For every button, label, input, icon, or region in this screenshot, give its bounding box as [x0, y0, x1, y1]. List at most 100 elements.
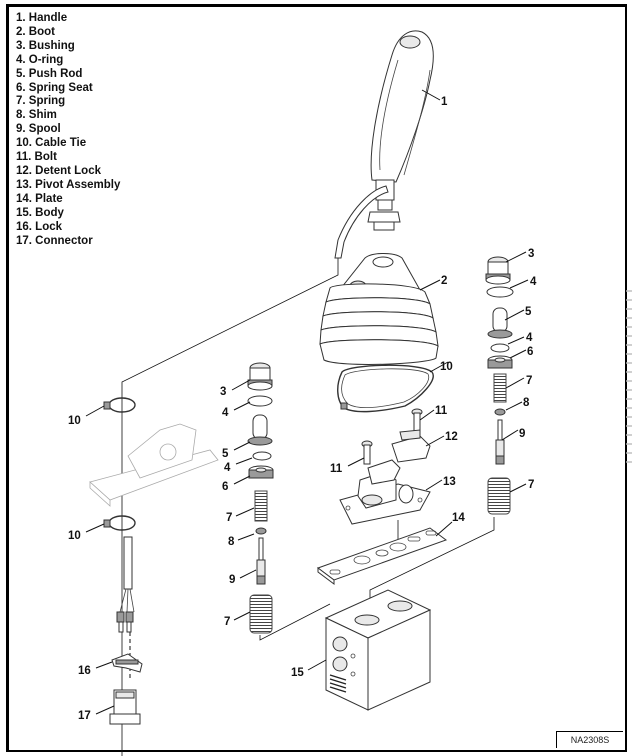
callout-plate: 14 [452, 512, 465, 524]
boot-part [319, 253, 439, 365]
legend-item: 3. Bushing [16, 39, 75, 52]
callout-body: 15 [291, 667, 304, 679]
callout-leader [509, 349, 527, 359]
callout-spool-right: 9 [519, 428, 525, 440]
pushrod-right-part [487, 307, 513, 339]
callout-leader [509, 483, 527, 493]
callout-handle: 1 [441, 96, 448, 108]
cable-tie-upper-part [103, 397, 136, 413]
spring-left-upper-part [254, 490, 268, 522]
legend-item: 15. Body [16, 206, 64, 219]
callout-leader [419, 409, 435, 421]
callout-cable-tie-lower: 10 [68, 530, 81, 542]
callout-spring-left-lower: 7 [224, 616, 230, 628]
callout-leader [233, 611, 251, 621]
callout-leader [233, 441, 251, 451]
legend-item: 16. Lock [16, 220, 63, 233]
legend-item: 1. Handle [16, 12, 68, 24]
legend-item: 14. Plate [16, 192, 63, 205]
detent-lock-part [391, 429, 431, 463]
callout-leader [429, 361, 449, 373]
callout-pushrod-left: 5 [222, 448, 229, 460]
legend-item: 5. Push Rod [16, 67, 83, 80]
callout-pivot-assembly: 13 [443, 476, 456, 488]
callout-leader [239, 569, 257, 579]
shim-left-part [255, 527, 267, 535]
spring-seat-right-part [487, 355, 513, 369]
callout-oring-left-upper: 4 [222, 407, 229, 419]
pivot-assembly-part [339, 459, 431, 525]
callout-shim-right: 8 [523, 397, 530, 409]
pushrod-left-part [247, 414, 273, 446]
legend-item: 6. Spring Seat [16, 81, 93, 94]
callout-leader [501, 429, 519, 441]
callout-leader [509, 279, 529, 289]
legend-item: 9. Spool [16, 123, 61, 136]
oring-left-lower-part [252, 451, 272, 461]
cable-tie-center-part [337, 364, 434, 413]
callout-leader [235, 507, 255, 517]
callout-leader [231, 379, 251, 391]
cable-tie-lower-part [103, 515, 136, 531]
callout-pushrod-right: 5 [525, 306, 532, 318]
callout-spring-seat-right: 6 [527, 346, 533, 358]
legend-item: 10. Cable Tie [16, 137, 87, 150]
callout-leader [85, 523, 105, 533]
spring-seat-left-part [248, 465, 274, 479]
callout-leader [507, 336, 525, 345]
spool-left-part [256, 537, 266, 585]
callout-leader [421, 89, 441, 101]
legend-item: 17. Connector [16, 234, 93, 247]
legend-item: 7. Spring [16, 95, 66, 108]
assembly-guide-lines [121, 258, 495, 756]
callout-leader [419, 279, 441, 291]
callout-bolt-right: 11 [435, 405, 448, 417]
bushing-right-part [485, 256, 511, 285]
callout-leader [504, 309, 525, 321]
callout-leader [235, 457, 253, 465]
callout-spring-right-lower: 7 [528, 479, 534, 491]
callout-bushing-left: 3 [220, 386, 226, 398]
bolt-left-part [361, 440, 373, 465]
legend-item: 8. Shim [16, 109, 57, 122]
callout-spring-seat-left: 6 [222, 481, 228, 493]
spring-right-lower-part [487, 477, 511, 515]
callout-spring-left-upper: 7 [226, 512, 232, 524]
spring-right-upper-part [493, 373, 507, 403]
callout-leader [307, 659, 327, 671]
legend-item: 4. O-ring [16, 53, 64, 66]
callout-detent-lock: 12 [445, 431, 458, 443]
callout-oring-left-lower: 4 [224, 462, 231, 474]
callout-spring-right-upper: 7 [526, 375, 532, 387]
callout-leader [347, 457, 365, 467]
callout-boot: 2 [441, 275, 447, 287]
legend-item: 12. Detent Lock [16, 164, 101, 177]
callout-cable-tie-upper: 10 [68, 415, 81, 427]
callout-leader [95, 705, 115, 715]
callout-spool-left: 9 [229, 574, 235, 586]
callout-leader [95, 661, 113, 669]
callout-leader [233, 475, 251, 485]
plate-part [316, 527, 448, 585]
callout-leader [425, 435, 445, 447]
callout-leader [505, 401, 523, 411]
callout-leader [85, 405, 105, 417]
parts-legend: 1. Handle 2. Boot 3. Bushing 4. O-ring 5… [16, 12, 120, 248]
callout-lock: 16 [78, 665, 91, 677]
callout-leader [505, 377, 525, 389]
oring-right-lower-part [490, 343, 510, 353]
callout-leader [233, 401, 251, 411]
callout-leader [505, 251, 527, 263]
handle-part [334, 30, 434, 259]
lock-part [111, 653, 143, 673]
clipped-margin-text [626, 290, 632, 470]
spring-left-lower-part [249, 594, 273, 634]
callout-bushing-right: 3 [528, 248, 534, 260]
callout-shim-left: 8 [228, 536, 235, 548]
spool-right-part [495, 419, 505, 465]
callout-connector: 17 [78, 710, 91, 722]
wire-harness-part [116, 536, 135, 633]
callout-bolt-left: 11 [330, 463, 343, 475]
legend-item: 11. Bolt [16, 151, 57, 164]
callout-leader [237, 533, 255, 541]
